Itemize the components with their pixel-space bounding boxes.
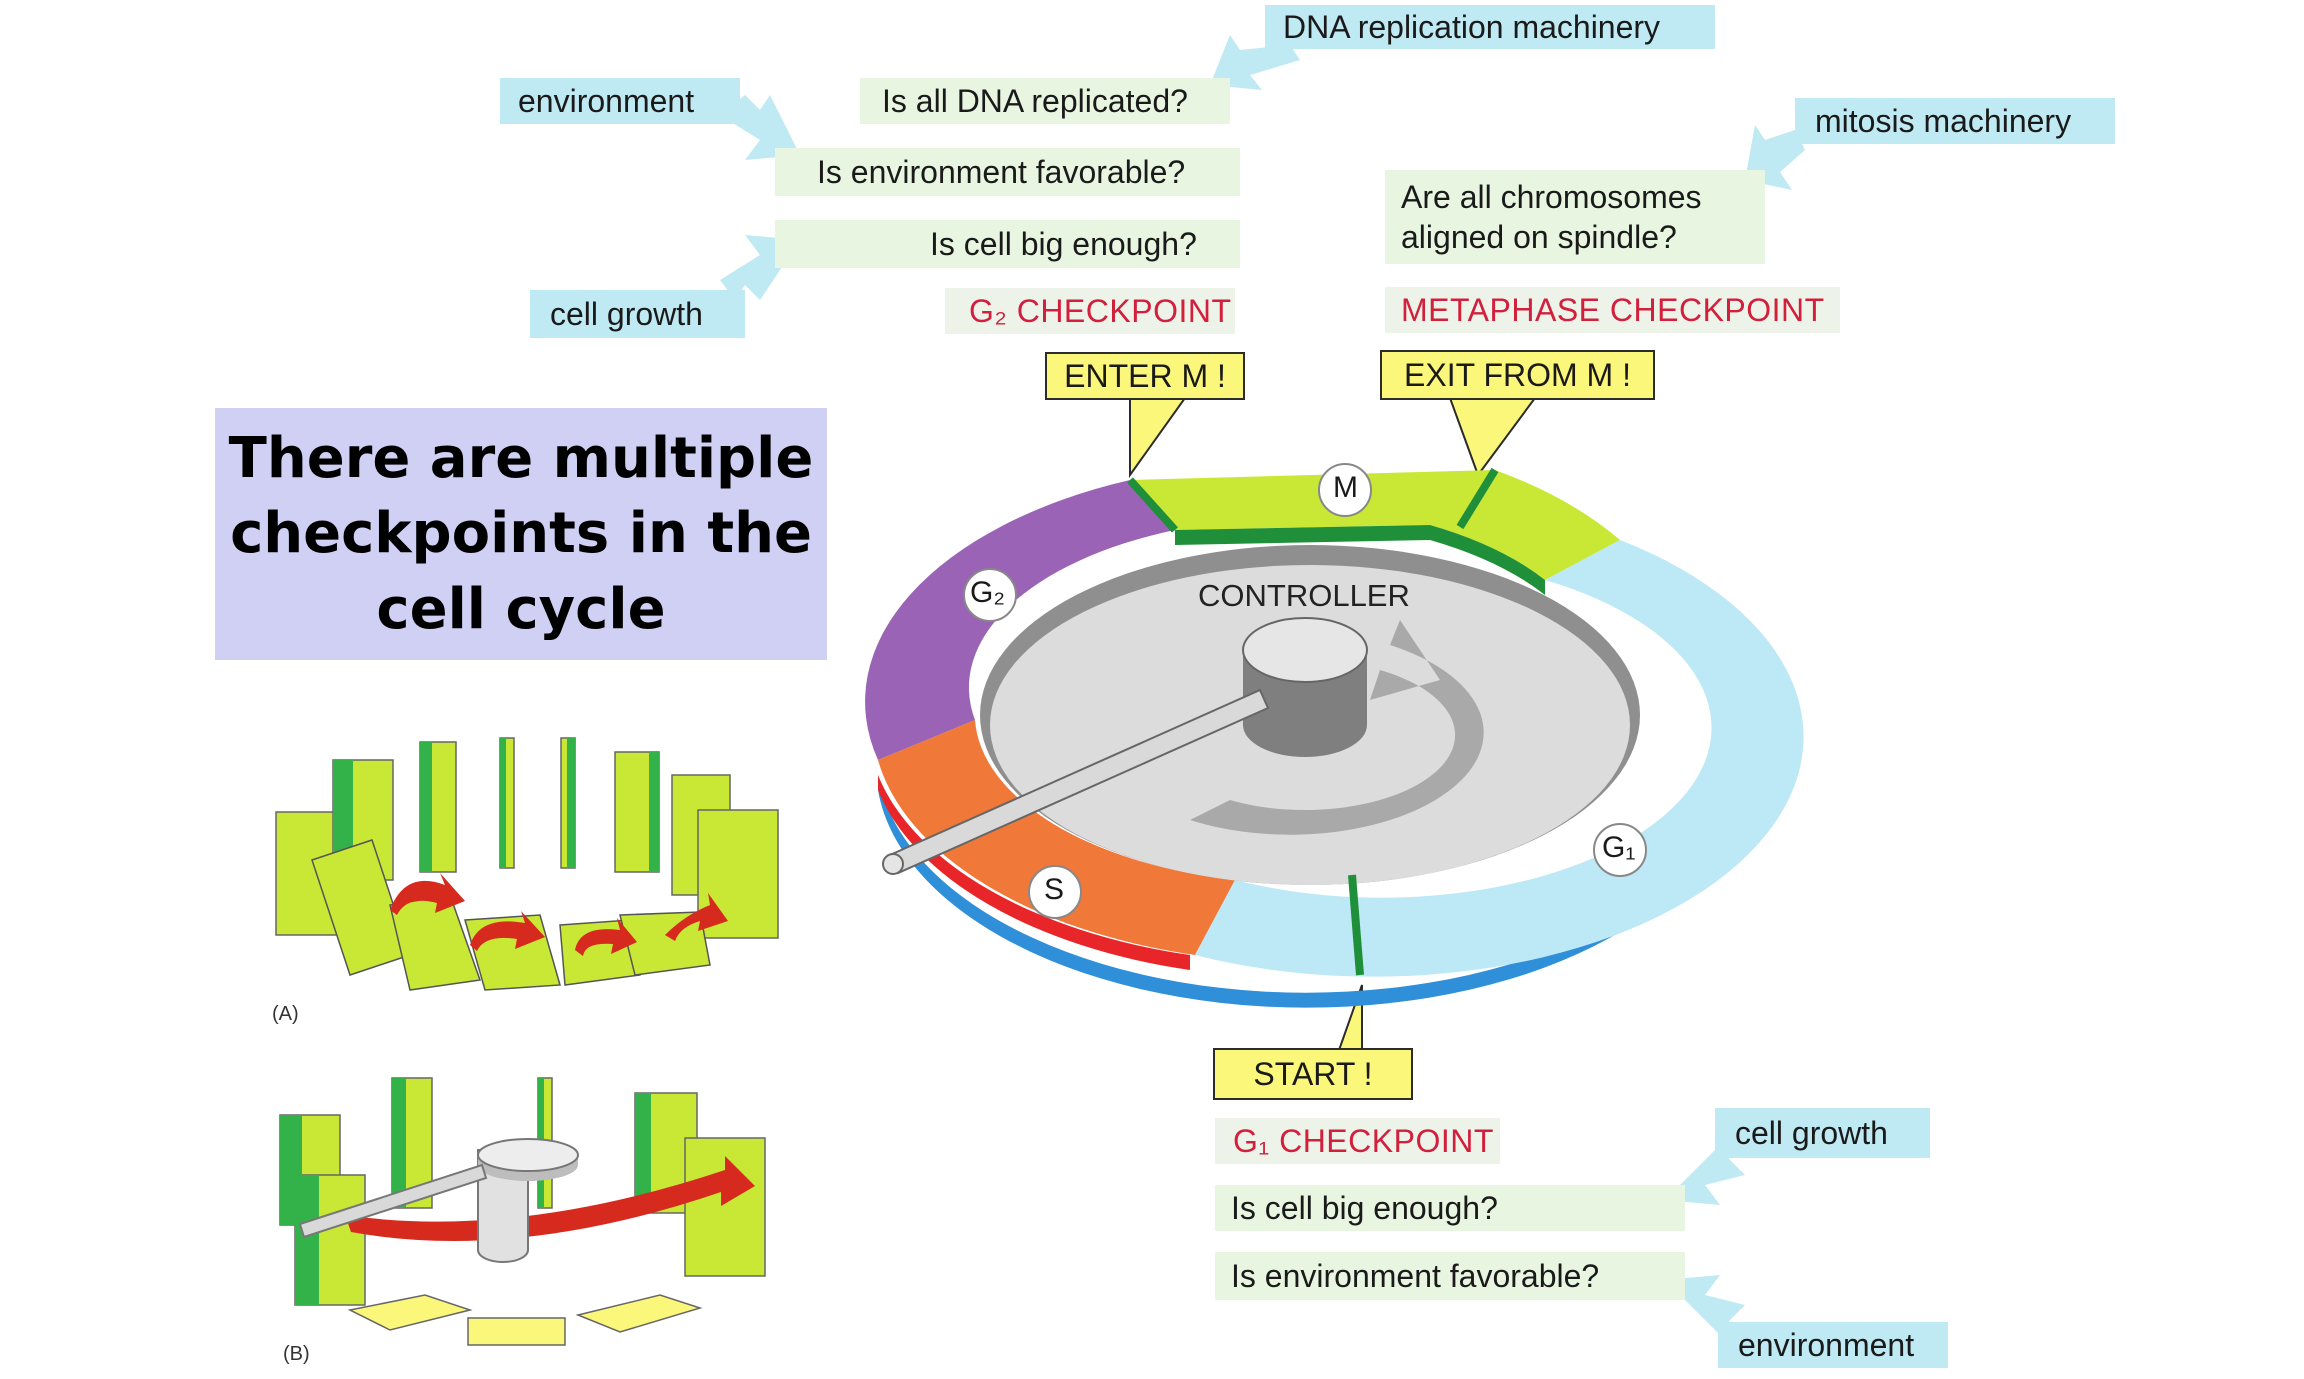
question-dna-replicated: Is all DNA replicated? [860, 78, 1230, 124]
page-title: There are multiple checkpoints in the ce… [228, 425, 814, 642]
phase-badges [963, 463, 1647, 919]
g2-checkpoint-label: G₂ CHECKPOINT [945, 288, 1235, 334]
enter-m-pointer [1129, 397, 1187, 479]
question-chromosomes-aligned: Are all chromosomes aligned on spindle? [1385, 170, 1765, 264]
input-mitosis-machinery: mitosis machinery [1795, 98, 2115, 144]
start-signal: START ! [1213, 1048, 1413, 1100]
enter-m-signal: ENTER M ! [1045, 352, 1245, 400]
panel-b-caption: (B) [283, 1343, 310, 1365]
panel-b-controller [279, 1077, 766, 1346]
input-environment-g1: environment [1718, 1322, 1948, 1368]
arrow-environment-g2 [720, 95, 800, 160]
exit-m-pointer [1448, 397, 1537, 478]
arrow-environment-g1 [1665, 1275, 1745, 1335]
phase-g2-label: G₂ [970, 576, 1005, 609]
metaphase-checkpoint-label: METAPHASE CHECKPOINT [1385, 287, 1840, 333]
input-cell-growth-g2: cell growth [530, 290, 745, 338]
question-cell-big-g2: Is cell big enough? [775, 220, 1240, 268]
phase-s-label: S [1044, 873, 1065, 906]
phase-m-label: M [1333, 471, 1358, 504]
title-box: There are multiple checkpoints in the ce… [215, 408, 827, 660]
panel-a-dominoes [275, 737, 779, 991]
cell-cycle-wheel [865, 467, 1804, 1008]
exit-from-m-signal: EXIT FROM M ! [1380, 350, 1655, 400]
question-environment-favorable-g2: Is environment favorable? [775, 148, 1240, 196]
signal-pointers [1129, 397, 1537, 1054]
question-environment-favorable-g1: Is environment favorable? [1215, 1252, 1685, 1300]
input-dna-replication: DNA replication machinery [1265, 5, 1715, 49]
question-cell-big-g1: Is cell big enough? [1215, 1185, 1685, 1231]
arrow-cell-growth-g1 [1665, 1145, 1745, 1205]
phase-g1-label: G₁ [1602, 831, 1636, 864]
input-cell-growth-g1: cell growth [1715, 1108, 1930, 1158]
g1-checkpoint-label: G₁ CHECKPOINT [1215, 1118, 1500, 1164]
panel-a-caption: (A) [272, 1003, 299, 1025]
controller-label: CONTROLLER [1198, 578, 1410, 613]
input-environment-g2: environment [500, 78, 740, 124]
